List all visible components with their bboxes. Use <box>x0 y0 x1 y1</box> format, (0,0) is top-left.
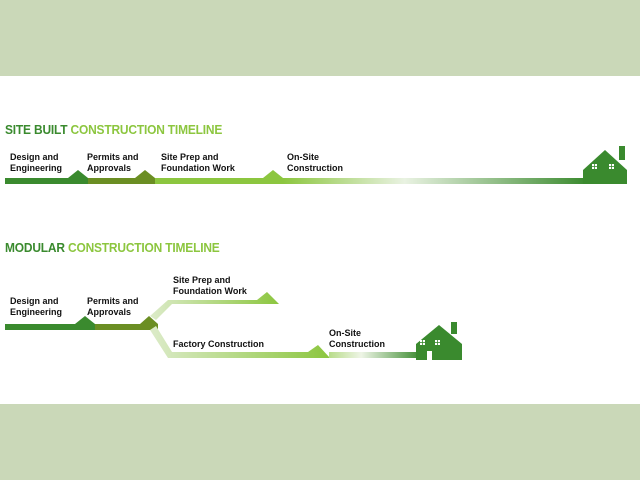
modular-title-part1: MODULAR <box>5 240 65 255</box>
mod-segment-permits <box>95 316 158 330</box>
modular-title-part2: CONSTRUCTION TIMELINE <box>67 240 220 255</box>
site-segment-onsite <box>283 178 587 184</box>
site-built-title-part2: CONSTRUCTION TIMELINE <box>70 122 223 137</box>
mod-label-design: Design and Engineering <box>10 296 63 317</box>
site-label-design: Design and Engineering <box>10 152 63 173</box>
mod-label-siteprep: Site Prep and Foundation Work <box>173 275 247 296</box>
site-built-timeline <box>5 146 627 184</box>
site-segment-siteprep <box>155 170 283 184</box>
mod-segment-onsite <box>329 352 421 358</box>
house-icon <box>583 146 627 184</box>
mod-branch-siteprep <box>150 292 279 320</box>
mod-label-permits: Permits and Approvals <box>87 296 139 317</box>
site-label-onsite: On-Site Construction <box>287 152 343 173</box>
house-icon <box>416 322 462 360</box>
mod-label-factory: Factory Construction <box>173 339 265 349</box>
site-built-title: SITE BUILT CONSTRUCTION TIMELINE <box>5 122 222 137</box>
mod-branch-factory <box>150 326 330 358</box>
site-label-siteprep: Site Prep and Foundation Work <box>161 152 235 173</box>
site-segment-permits <box>88 170 155 184</box>
site-built-title-part1: SITE BUILT <box>5 122 68 137</box>
bottom-band <box>0 404 640 480</box>
mod-label-onsite: On-Site Construction <box>329 328 385 349</box>
top-band <box>0 0 640 76</box>
modular-title: MODULAR CONSTRUCTION TIMELINE <box>5 240 220 255</box>
modular-timeline <box>5 292 462 360</box>
site-label-permits: Permits and Approvals <box>87 152 139 173</box>
